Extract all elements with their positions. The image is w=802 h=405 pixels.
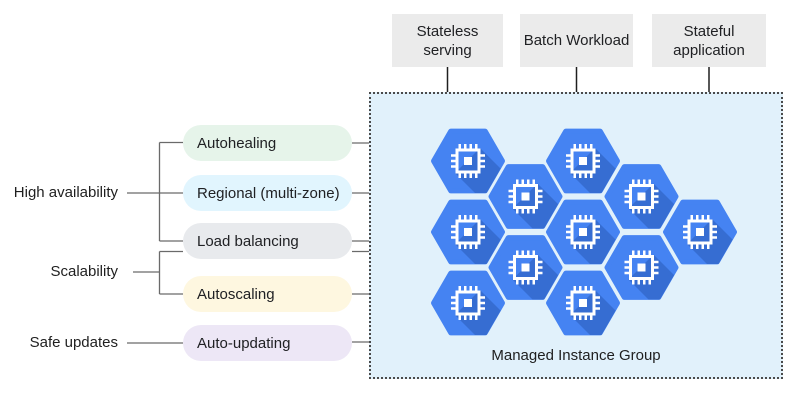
category-label: Safe updates: [29, 334, 118, 351]
workload-box: Stateful application: [652, 14, 766, 67]
feature-pill-label: Autohealing: [197, 134, 277, 152]
feature-pill: Autohealing: [183, 125, 352, 161]
workload-box: Batch Workload: [520, 14, 633, 67]
scalability-bracket: [158, 250, 183, 295]
workload-label: Stateful application: [673, 22, 745, 59]
feature-pill: Regional (multi-zone): [183, 175, 352, 211]
feature-pill-label: Autoscaling: [197, 285, 275, 303]
workload-box: Stateless serving: [392, 14, 503, 67]
high-availability-bracket: [158, 141, 183, 242]
workload-label: Batch Workload: [523, 32, 630, 49]
workload-label: Stateless serving: [416, 22, 479, 59]
feature-pill-label: Regional (multi-zone): [197, 184, 340, 202]
workload-connector-lines: [446, 67, 710, 93]
feature-pill: Autoscaling: [183, 276, 352, 312]
feature-pill-label: Load balancing: [197, 232, 299, 250]
pill-to-group-stubs: [352, 142, 369, 343]
instance-group-label: Managed Instance Group: [491, 347, 661, 364]
feature-pill-label: Auto-updating: [197, 334, 291, 352]
category-label: Scalability: [50, 263, 118, 280]
category-label: High availability: [13, 184, 118, 201]
feature-pill: Auto-updating: [183, 325, 352, 361]
instance-group-box: Managed Instance Group: [369, 92, 783, 379]
feature-pill: Load balancing: [183, 223, 352, 259]
